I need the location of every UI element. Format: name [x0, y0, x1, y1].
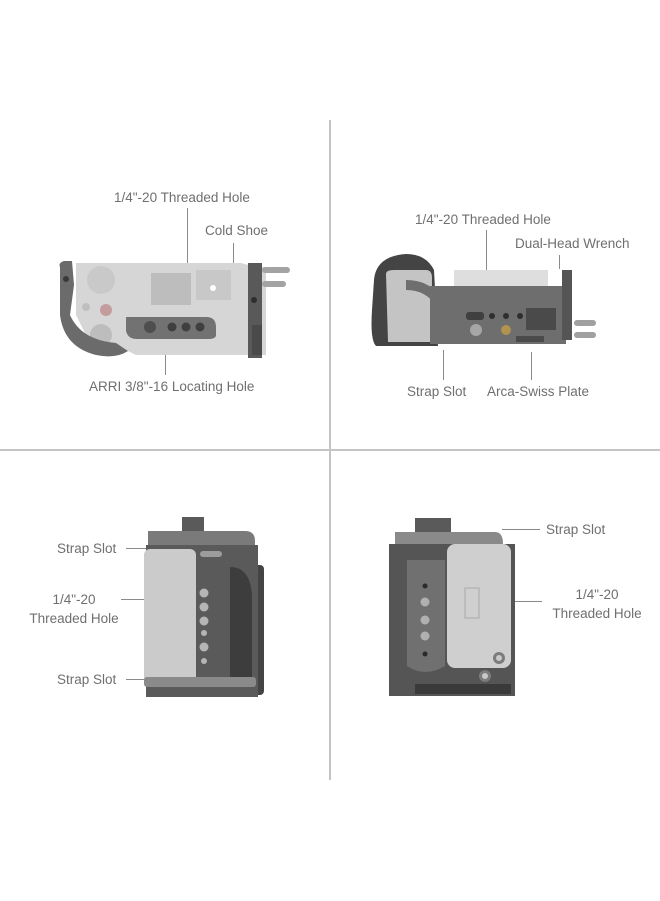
cage-bottom-view-illustration — [366, 250, 606, 360]
label-threaded-hole-line1: 1/4"-20 — [52, 592, 96, 607]
cage-top-view-illustration — [56, 255, 296, 365]
label-strap-slot: Strap Slot — [407, 384, 467, 399]
leader-strap-slot-bottom — [126, 679, 148, 680]
label-strap-slot: Strap Slot — [546, 522, 606, 537]
leader-strap-slot-top — [126, 548, 148, 549]
leader-wrench — [559, 255, 560, 269]
label-strap-slot-top: Strap Slot — [57, 541, 117, 556]
label-arri-locating-hole: ARRI 3/8"-16 Locating Hole — [89, 379, 255, 394]
label-threaded-hole-line1: 1/4"-20 — [575, 587, 619, 602]
label-strap-slot-bottom: Strap Slot — [57, 672, 117, 687]
leader-strap-slot — [443, 350, 444, 380]
label-threaded-hole: 1/4"-20 Threaded Hole — [545, 587, 649, 622]
quadrant-divider-horizontal — [0, 449, 660, 451]
leader-arca-plate — [531, 352, 532, 380]
label-threaded-hole: 1/4"-20 Threaded Hole — [114, 190, 250, 205]
leader-threaded-hole — [486, 230, 487, 298]
label-threaded-hole-line2: Threaded Hole — [29, 611, 119, 626]
label-threaded-hole: 1/4"-20 Threaded Hole — [415, 212, 551, 227]
leader-threaded-hole — [187, 208, 188, 314]
leader-strap-slot — [502, 529, 540, 530]
label-threaded-hole: 1/4"-20 Threaded Hole — [24, 592, 124, 627]
cage-left-side-illustration — [140, 515, 270, 700]
cage-right-side-illustration — [385, 516, 520, 701]
label-threaded-hole-line2: Threaded Hole — [552, 606, 642, 621]
label-arca-swiss-plate: Arca-Swiss Plate — [487, 384, 590, 399]
label-cold-shoe: Cold Shoe — [205, 223, 269, 238]
label-dual-head-wrench: Dual-Head Wrench — [515, 236, 630, 251]
